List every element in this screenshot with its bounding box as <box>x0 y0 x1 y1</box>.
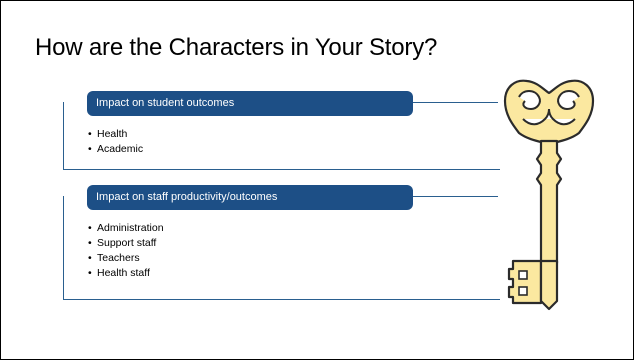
bullet: • <box>88 267 92 279</box>
bullet: • <box>88 252 92 264</box>
list-item: • Health <box>88 127 143 142</box>
list-item: • Support staff <box>88 236 164 251</box>
bullet: • <box>88 143 92 155</box>
list-item: • Academic <box>88 142 143 157</box>
bullet-list: • Administration • Support staff • Teachers… <box>88 221 164 281</box>
bullet: • <box>88 222 92 234</box>
group-frame <box>63 102 500 170</box>
list-item-label: Teachers <box>97 252 140 264</box>
group-frame <box>63 196 500 300</box>
list-item: • Teachers <box>88 251 164 266</box>
key-icon <box>503 79 595 311</box>
group-connector-line <box>412 196 498 197</box>
slide-title: How are the Characters in Your Story? <box>35 34 438 61</box>
group-header: Impact on staff productivity/outcomes <box>87 185 413 210</box>
list-item-label: Health <box>97 128 128 140</box>
bullet-list: • Health • Academic <box>88 127 143 157</box>
list-item-label: Health staff <box>97 267 150 279</box>
list-item-label: Academic <box>97 143 144 155</box>
list-item-label: Administration <box>97 222 164 234</box>
group-connector-line <box>412 102 498 103</box>
bullet: • <box>88 237 92 249</box>
list-item-label: Support staff <box>97 237 157 249</box>
list-item: • Administration <box>88 221 164 236</box>
group-header: Impact on student outcomes <box>87 91 413 116</box>
list-item: • Health staff <box>88 266 164 281</box>
bullet: • <box>88 128 92 140</box>
